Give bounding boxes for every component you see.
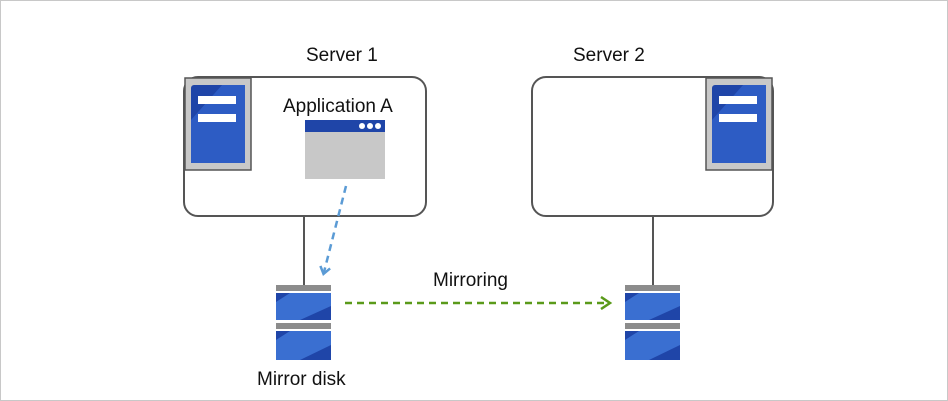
- mirror-disk-label: Mirror disk: [257, 369, 346, 390]
- server1-unit-icon: [184, 77, 252, 171]
- server2-label: Server 2: [573, 45, 645, 66]
- server1-label: Server 1: [306, 45, 378, 66]
- application-window-icon: [305, 120, 385, 179]
- application-access-arrow: [324, 185, 348, 272]
- mirroring-label: Mirroring: [433, 270, 508, 291]
- mirror-disk-icon: [276, 285, 331, 360]
- server2-unit-icon: [705, 77, 773, 171]
- server2-disk-icon: [625, 285, 680, 360]
- application-label: Application A: [283, 96, 393, 117]
